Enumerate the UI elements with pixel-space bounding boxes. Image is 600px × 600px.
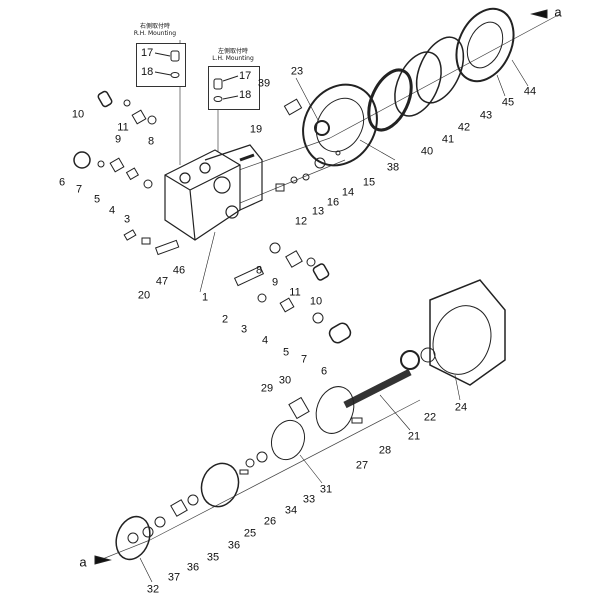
part-label-6: 6 — [320, 365, 328, 378]
part-label-14: 14 — [341, 186, 355, 199]
part-label-5: 5 — [282, 346, 290, 359]
rings-upper — [302, 7, 515, 167]
center-lines — [99, 13, 561, 561]
part-label-12: 12 — [294, 215, 308, 228]
part-label-40: 40 — [420, 145, 434, 158]
part-label-5: 5 — [93, 193, 101, 206]
part-label-3: 3 — [240, 323, 248, 336]
part-label-27: 27 — [355, 459, 369, 472]
part-label-2: 2 — [221, 313, 229, 326]
rh-mounting-jp: 右側取付時 — [139, 23, 170, 30]
part-label-30: 30 — [278, 374, 292, 387]
part-label-10: 10 — [71, 108, 85, 121]
part-label-7: 7 — [75, 183, 83, 196]
part-label-23: 23 — [290, 65, 304, 78]
valve-block — [164, 144, 263, 241]
rh-part-18: 18 — [141, 66, 154, 78]
connector-label-bottom: a — [79, 554, 87, 570]
part-label-26: 26 — [263, 515, 277, 528]
part-label-41: 41 — [441, 133, 455, 146]
lh-mounting-en: L.H. Mounting — [212, 54, 254, 62]
part-label-13: 13 — [311, 205, 325, 218]
part-label-38: 38 — [386, 161, 400, 174]
part-label-9: 9 — [114, 133, 122, 146]
part-label-19: 19 — [249, 123, 263, 136]
rh-mounting-caption: 右側取付時 R.H. Mounting — [130, 23, 180, 38]
part-label-4: 4 — [261, 334, 269, 347]
lh-mounting-box: 17 18 — [208, 66, 260, 110]
rh-part-17: 17 — [141, 47, 154, 59]
part-label-36: 36 — [227, 539, 241, 552]
part-label-39: 39 — [257, 77, 271, 90]
part-label-37: 37 — [167, 571, 181, 584]
part-label-29: 29 — [260, 382, 274, 395]
small-parts-middle — [233, 242, 352, 344]
lh-mounting-caption: 左側取付時 L.H. Mounting — [208, 48, 258, 63]
part-label-1: 1 — [201, 291, 209, 304]
lh-part-17: 17 — [239, 70, 252, 82]
leader-lines — [139, 59, 529, 583]
part-label-33: 33 — [302, 493, 316, 506]
rh-mounting-box: 17 18 — [136, 43, 186, 87]
part-label-34: 34 — [284, 504, 298, 517]
part-label-31: 31 — [319, 483, 333, 496]
part-label-11: 11 — [117, 121, 129, 134]
lh-part-18: 18 — [239, 89, 252, 101]
part-label-25: 25 — [243, 527, 257, 540]
part-label-28: 28 — [378, 444, 392, 457]
part-label-20: 20 — [137, 289, 151, 302]
part-label-35: 35 — [206, 551, 220, 564]
plug-icon — [213, 75, 239, 102]
lh-mounting-jp: 左側取付時 — [217, 48, 248, 55]
part-label-44: 44 — [523, 85, 537, 98]
part-label-7: 7 — [300, 353, 308, 366]
part-label-21: 21 — [407, 430, 421, 443]
rh-mounting-en: R.H. Mounting — [133, 29, 177, 37]
small-parts-upper — [73, 90, 341, 256]
part-label-4: 4 — [108, 204, 116, 217]
part-label-22: 22 — [423, 411, 437, 424]
part-label-43: 43 — [479, 109, 493, 122]
part-label-46: 46 — [172, 264, 186, 277]
part-label-11: 11 — [289, 286, 301, 299]
part-label-10: 10 — [309, 295, 323, 308]
part-label-3: 3 — [123, 213, 131, 226]
arrow-bottom-icon — [94, 555, 112, 565]
part-label-47: 47 — [155, 275, 169, 288]
part-label-42: 42 — [457, 121, 471, 134]
plug-icon — [154, 50, 180, 78]
connector-label-top: a — [554, 4, 562, 20]
part-label-6: 6 — [58, 176, 66, 189]
part-label-9: 9 — [271, 276, 279, 289]
connector-arrows — [94, 9, 548, 565]
part-label-8: 8 — [255, 264, 263, 277]
part-label-15: 15 — [362, 176, 376, 189]
arrow-top-icon — [530, 9, 548, 19]
part-label-16: 16 — [326, 196, 340, 209]
part-label-32: 32 — [146, 583, 160, 596]
lower-assembly — [115, 279, 506, 561]
part-label-24: 24 — [454, 401, 468, 414]
part-label-36: 36 — [186, 561, 200, 574]
part-label-8: 8 — [147, 135, 155, 148]
part-label-45: 45 — [501, 96, 515, 109]
